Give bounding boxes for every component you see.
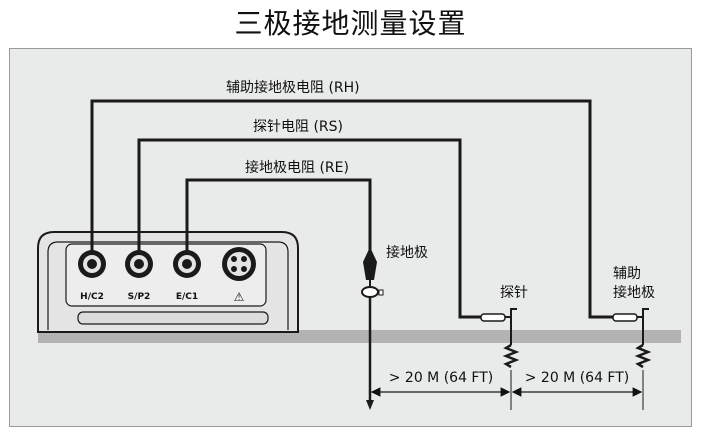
re-wire — [185, 178, 372, 262]
rs-wire — [137, 138, 481, 319]
rs-label: 探针电阻 (RS) — [253, 119, 343, 135]
ground-electrode-rod — [361, 247, 384, 410]
ground-electrode-label: 接地极 — [386, 244, 428, 261]
aux-electrode-label-line1: 辅助 — [613, 266, 641, 282]
rh-label: 辅助接地极电阻 (RH) — [226, 79, 360, 96]
terminal-label-ec1: E/C1 — [176, 292, 198, 302]
re-label: 接地极电阻 (RE) — [245, 159, 349, 176]
probe-label: 探针 — [500, 285, 528, 301]
connector-socket-icon — [222, 247, 256, 281]
terminal-label-sp2: S/P2 — [128, 292, 151, 302]
terminal-hc2 — [78, 250, 106, 278]
terminal-label-hc2: H/C2 — [80, 292, 104, 302]
warning-icon: ⚠ — [234, 290, 245, 304]
probe-stake — [480, 308, 520, 369]
distance-label-1: > 20 M (64 FT) — [389, 370, 494, 386]
auxiliary-electrode-stake — [612, 308, 652, 369]
terminal-sp2 — [125, 250, 153, 278]
tester-instrument — [37, 231, 299, 333]
distance-label-2: > 20 M (64 FT) — [525, 370, 630, 386]
aux-electrode-label-line2: 接地极 — [613, 284, 655, 301]
ground-surface — [38, 330, 681, 343]
terminal-ec1 — [173, 250, 201, 278]
rh-wire — [90, 99, 613, 319]
page-title: 三极接地测量设置 — [234, 7, 467, 40]
